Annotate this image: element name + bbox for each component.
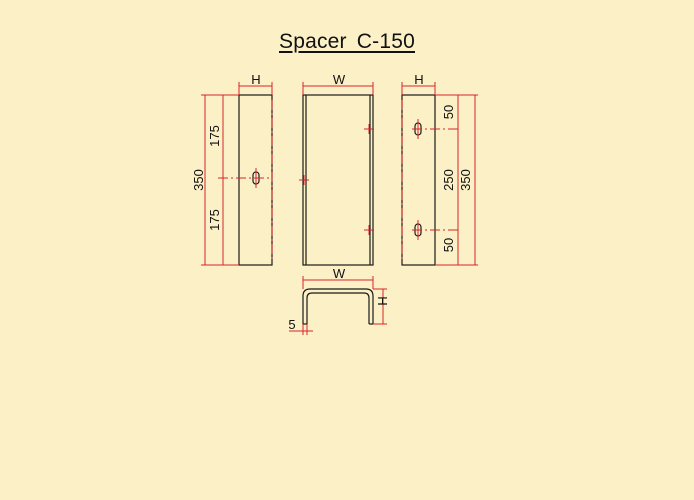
section-outer-profile — [302, 288, 374, 324]
right-h-label: H — [414, 72, 423, 87]
left-h-label: H — [251, 72, 260, 87]
front-outline — [302, 94, 374, 266]
right-middle-label: 250 — [441, 169, 456, 191]
left-overall-label: 350 — [191, 169, 206, 191]
right-overall-label: 350 — [458, 169, 473, 191]
drawing-title: Spacer C-150 — [279, 30, 415, 53]
right-bottom-label: 50 — [441, 238, 456, 252]
front-w-label: W — [333, 72, 346, 87]
section-t-label: 5 — [288, 317, 295, 332]
right-top-label: 50 — [441, 105, 456, 119]
section-inner-profile — [306, 292, 370, 324]
section-h-label: H — [375, 296, 390, 305]
section-w-label: W — [333, 266, 346, 281]
left-lower-label: 175 — [207, 209, 222, 231]
right-side-view: H 50 250 50 350 — [401, 72, 478, 266]
left-upper-label: 175 — [207, 125, 222, 147]
section-view: W H 5 — [288, 266, 390, 335]
front-view: W — [299, 72, 376, 266]
left-side-view: H 350 175 175 — [191, 72, 273, 266]
